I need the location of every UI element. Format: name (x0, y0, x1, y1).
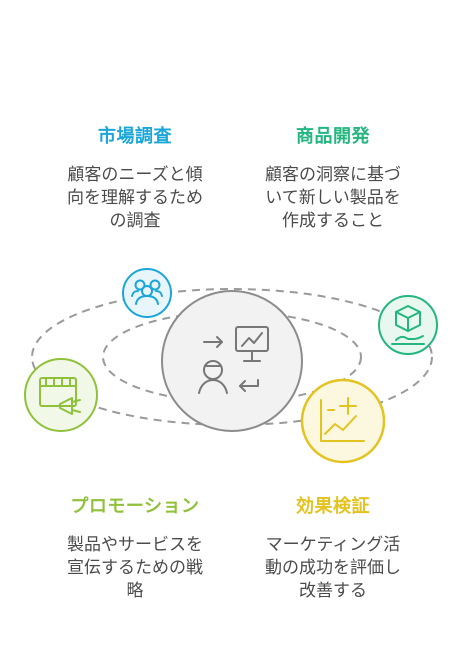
description-line: の調査 (109, 211, 161, 231)
promotion-node (24, 358, 98, 432)
description-line: 動の成功を評価し (265, 558, 401, 578)
calendar-megaphone-icon (39, 377, 81, 415)
product-development-node (378, 295, 438, 355)
description-line: マーケティング活 (265, 535, 401, 555)
description-line: 宣伝するための戦 (67, 558, 203, 578)
description-line: 作成すること (282, 211, 384, 231)
product-development-description: 顧客の洞察に基づ いて新しい製品を 作成すること (238, 164, 428, 233)
promotion-description: 製品やサービスを 宣伝するための戦 略 (40, 534, 230, 603)
effect-verification-description: マーケティング活 動の成功を評価し 改善する (238, 534, 428, 603)
market-research-title: 市場調査 (98, 126, 172, 147)
description-line: 略 (126, 581, 144, 601)
center-circle (161, 290, 303, 432)
chart-plus-icon (320, 397, 365, 442)
description-line: 向を理解するため (67, 188, 203, 208)
description-line: 顧客の洞察に基づ (265, 165, 401, 185)
cycle-analytics-icon (198, 326, 269, 394)
promotion-title: プロモーション (70, 496, 200, 517)
outer-orbit (31, 288, 433, 426)
effect-verification-title: 効果検証 (296, 496, 370, 517)
product-development-title: 商品開発 (296, 126, 370, 147)
group-research-icon (131, 279, 163, 305)
product-development-block: 商品開発 顧客の洞察に基づ いて新しい製品を 作成すること (238, 122, 428, 233)
market-research-node (122, 268, 172, 318)
product-box-icon (391, 305, 425, 345)
description-line: いて新しい製品を (265, 188, 401, 208)
description-line: 改善する (299, 581, 367, 601)
effect-verification-node (300, 378, 386, 464)
market-research-block: 市場調査 顧客のニーズと傾 向を理解するため の調査 (40, 122, 230, 233)
market-research-description: 顧客のニーズと傾 向を理解するため の調査 (40, 164, 230, 233)
promotion-block: プロモーション 製品やサービスを 宣伝するための戦 略 (40, 492, 230, 603)
description-line: 製品やサービスを (67, 535, 203, 555)
description-line: 顧客のニーズと傾 (67, 165, 203, 185)
effect-verification-block: 効果検証 マーケティング活 動の成功を評価し 改善する (238, 492, 428, 603)
